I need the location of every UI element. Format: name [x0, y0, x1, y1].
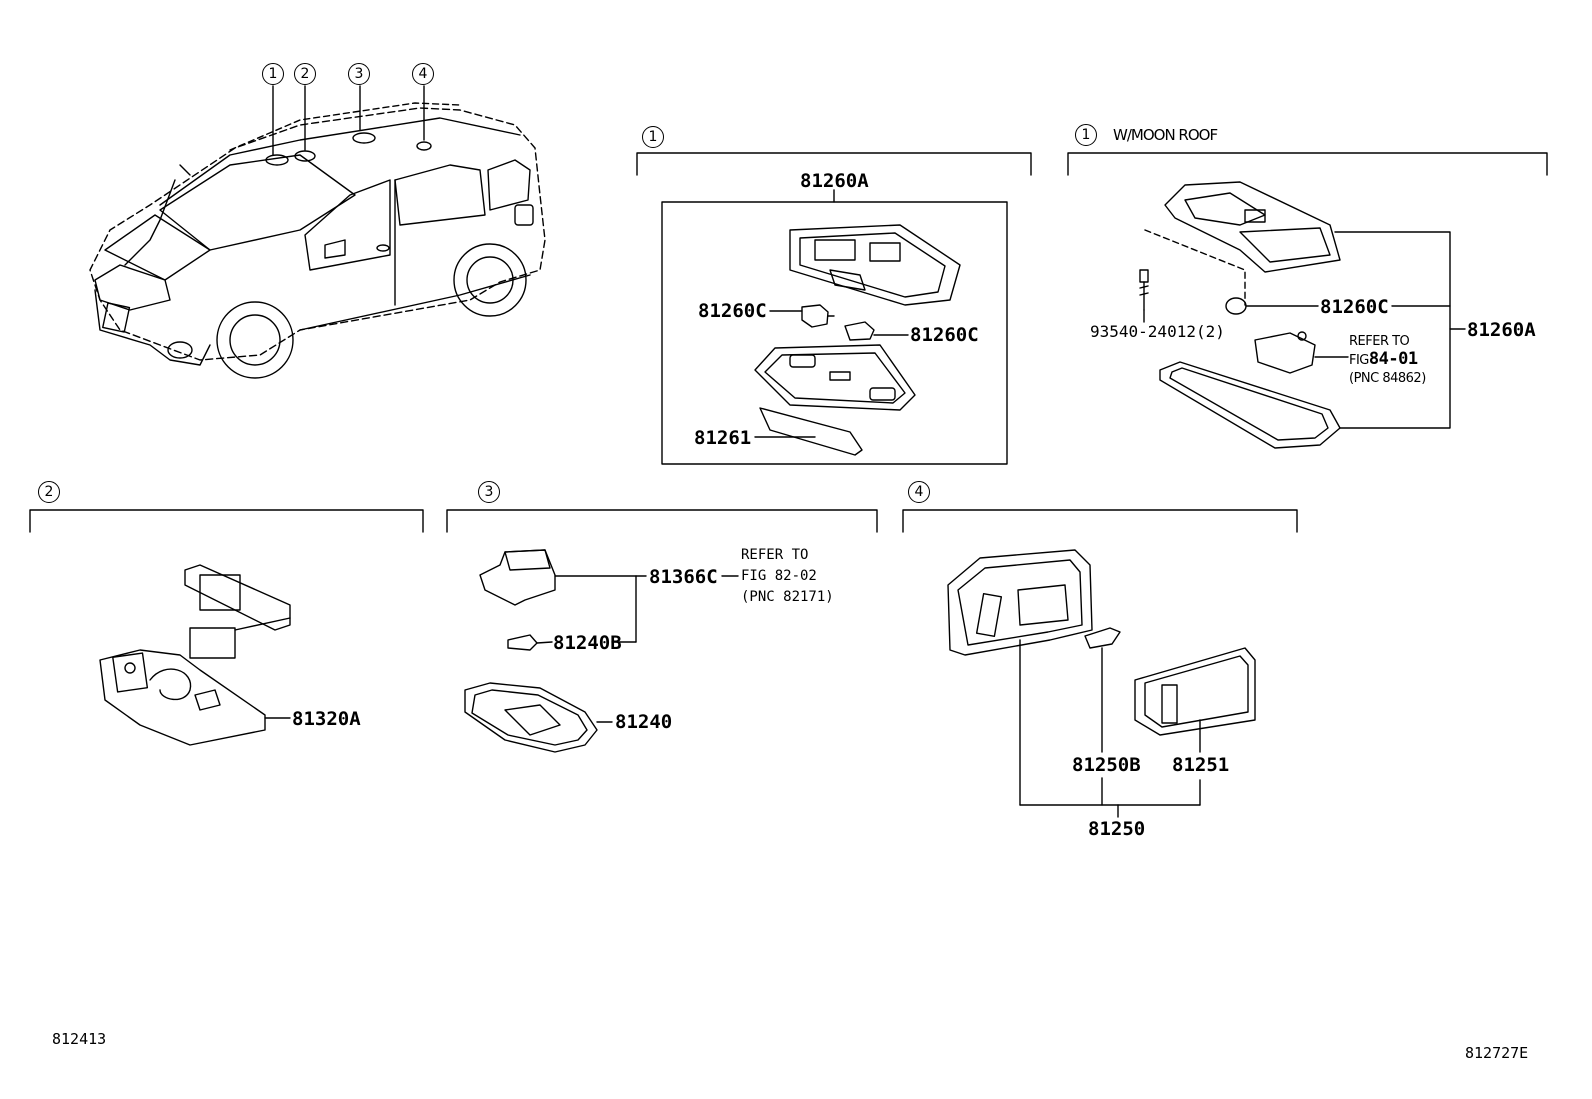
- section-1-moonroof-bracket: [1067, 152, 1548, 449]
- map-lamp-ref-line3: (PNC 82171): [741, 589, 834, 605]
- section-1-bracket: [636, 152, 1032, 465]
- map-lamp-ref-line1: REFER TO: [741, 547, 809, 563]
- vehicle-callout-4: 4: [412, 63, 434, 85]
- moonroof-ref-line2: FIG84-01: [1349, 350, 1418, 370]
- section-4-bracket: [902, 509, 1298, 818]
- map-lamp-ref-line2: FIG 82-02: [741, 568, 817, 584]
- figure-id-left: 812413: [52, 1030, 107, 1048]
- vehicle-callout-3: 3: [348, 63, 370, 85]
- vehicle-illustration: [89, 85, 546, 379]
- section-1-marker: 1: [642, 126, 664, 148]
- part-label-81251: 81251: [1172, 754, 1230, 776]
- part-label-81320a: 81320A: [292, 708, 361, 730]
- part-label-81366c: 81366C: [649, 566, 718, 588]
- vehicle-callout-2: 2: [294, 63, 316, 85]
- part-label-93540: 93540-24012(2): [1090, 322, 1225, 341]
- part-label-81261: 81261: [694, 427, 752, 449]
- moonroof-ref-line3: (PNC 84862): [1349, 371, 1426, 386]
- moonroof-ref-fig-prefix: FIG: [1349, 353, 1369, 368]
- vehicle-callout-1: 1: [262, 63, 284, 85]
- part-label-81260a: 81260A: [800, 170, 869, 192]
- part-label-81240: 81240: [615, 711, 673, 733]
- section-3-bracket: [446, 509, 878, 753]
- figure-id-right: 812727E: [1465, 1044, 1529, 1062]
- moonroof-ref-fig-number: 84-01: [1368, 349, 1418, 369]
- part-label-81260c-moonroof: 81260C: [1320, 296, 1389, 318]
- part-label-81260c-right: 81260C: [910, 324, 979, 346]
- section-3-marker: 3: [478, 481, 500, 503]
- section-2-marker: 2: [38, 481, 60, 503]
- part-label-81240b: 81240B: [553, 632, 622, 654]
- section-1-moonroof-marker: 1: [1075, 124, 1097, 146]
- part-label-81260c-left: 81260C: [698, 300, 767, 322]
- part-label-81250b: 81250B: [1072, 754, 1141, 776]
- moonroof-ref-line1: REFER TO: [1349, 334, 1410, 349]
- part-label-81250: 81250: [1088, 818, 1146, 840]
- part-label-81260a-moonroof: 81260A: [1467, 319, 1536, 341]
- moonroof-note: W/MOON ROOF: [1113, 126, 1218, 144]
- section-4-marker: 4: [908, 481, 930, 503]
- section-2-bracket: [29, 509, 424, 746]
